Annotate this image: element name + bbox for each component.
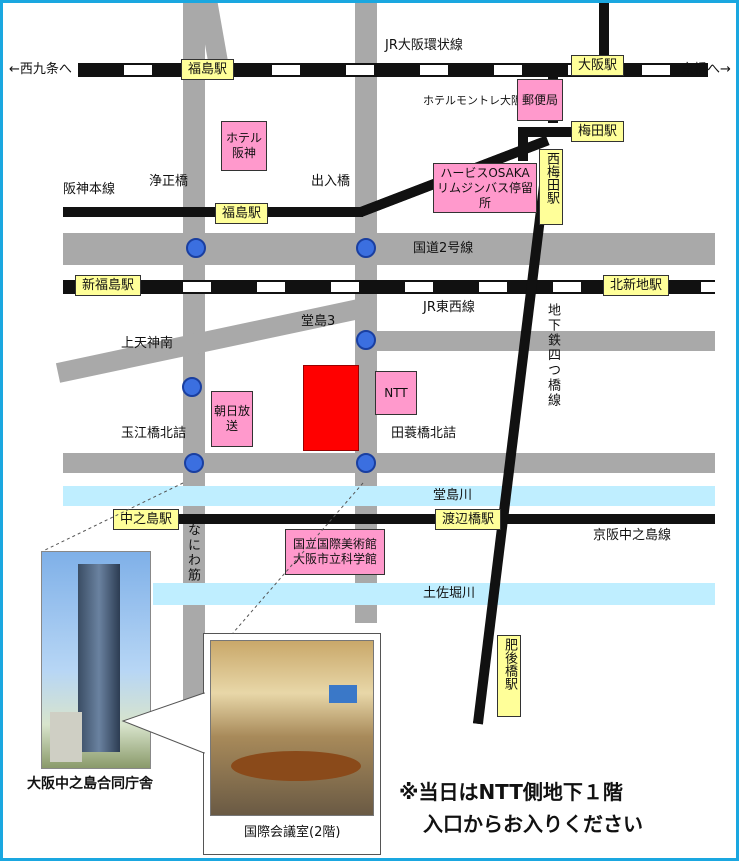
rail-hanshin-umeda-v <box>518 131 528 161</box>
label-tosabori-river: 土佐堀川 <box>423 586 476 601</box>
rail-hanshin-umeda <box>518 127 618 137</box>
station-nakanoshima: 中之島駅 <box>113 509 180 530</box>
label-hanshin: 阪神本線 <box>63 182 116 197</box>
label-joseibashi: 浄正橋 <box>149 174 189 189</box>
intersection-dojima3 <box>356 330 376 350</box>
station-shin-fukushima: 新福島駅 <box>75 275 142 296</box>
landmark-hervis: ハービスOSAKA リムジンバス停留所 <box>433 163 537 213</box>
landmark-hotel-monterey: ホテルモントレ大阪 <box>423 94 522 107</box>
intersection-tabibashi <box>356 453 376 473</box>
label-naniwa: なにわ筋 <box>185 523 200 583</box>
station-nishi-umeda: 西梅田駅 <box>539 149 563 225</box>
rail-hanshin <box>63 207 363 217</box>
intersection-deirebashi <box>356 238 376 258</box>
intersection-kamitenjin <box>182 377 202 397</box>
intersection-tamaebashi <box>184 453 204 473</box>
room-caption: 国際会議室(2階) <box>244 825 341 840</box>
label-tamaebashi: 玉江橋北詰 <box>121 426 187 441</box>
notice-line1: ※当日はNTT側地下１階 <box>399 780 623 804</box>
label-dojima3: 堂島3 <box>301 314 336 329</box>
intersection-joseibashi <box>186 238 206 258</box>
label-keihan: 京阪中之島線 <box>593 528 672 543</box>
landmark-asahi: 朝日放送 <box>211 391 253 447</box>
label-dojima-river: 堂島川 <box>433 488 473 503</box>
landmark-ntt: NTT <box>375 371 417 415</box>
road-naniwa <box>183 3 205 723</box>
river-dojima <box>63 486 715 506</box>
label-west-arrow: ←西九条へ <box>9 62 72 77</box>
station-fukushima-jr: 福島駅 <box>181 59 235 80</box>
road-south <box>63 453 715 473</box>
landmark-museum: 国立国際美術館 大阪市立科学館 <box>285 529 385 575</box>
road-dojima <box>363 331 715 351</box>
landmark-hotel-hanshin: ホテル阪神 <box>221 121 267 171</box>
station-osaka: 大阪駅 <box>571 55 625 76</box>
label-kamitenjin: 上天神南 <box>121 336 174 351</box>
rail-keihan <box>153 514 715 524</box>
building-tower <box>78 564 120 752</box>
label-jr-tozai: JR東西線 <box>423 300 475 315</box>
station-umeda: 梅田駅 <box>571 121 625 142</box>
room-photo <box>210 640 374 816</box>
rail-jr-tozai <box>63 280 715 294</box>
label-deirebashi: 出入橋 <box>311 174 351 189</box>
label-east-arrow: 京橋へ→ <box>681 62 731 77</box>
museum-line2: 大阪市立科学館 <box>292 552 377 566</box>
rail-jr-loop <box>78 63 708 77</box>
label-route2: 国道2号線 <box>413 241 474 256</box>
room-table <box>231 751 361 781</box>
station-kita-shinchi: 北新地駅 <box>603 275 670 296</box>
label-subway: 地下鉄四つ橋線 <box>545 303 560 408</box>
station-higobashi: 肥後橋駅 <box>497 635 521 717</box>
room-screen <box>329 685 357 703</box>
room-photo-frame: 国際会議室(2階) <box>203 633 381 855</box>
building-photo <box>41 551 151 769</box>
rail-loop-north <box>599 3 609 63</box>
hervis-line2: リムジンバス停留所 <box>436 180 533 210</box>
museum-line1: 国立国際美術館 <box>292 537 377 551</box>
road-route2 <box>63 233 715 265</box>
building-caption: 大阪中之島合同庁舎 <box>27 776 153 792</box>
landmark-post-office: 郵便局 <box>517 79 563 121</box>
label-tabibashi: 田蓑橋北詰 <box>391 426 457 441</box>
building-low <box>50 712 82 762</box>
station-watanabebashi: 渡辺橋駅 <box>435 509 502 530</box>
station-fukushima-hanshin: 福島駅 <box>215 203 269 224</box>
notice-line2: 入口からお入りください <box>423 812 643 836</box>
label-jr-loop: JR大阪環状線 <box>385 38 463 53</box>
hervis-line1: ハービスOSAKA <box>440 165 530 180</box>
venue-building <box>303 365 359 451</box>
